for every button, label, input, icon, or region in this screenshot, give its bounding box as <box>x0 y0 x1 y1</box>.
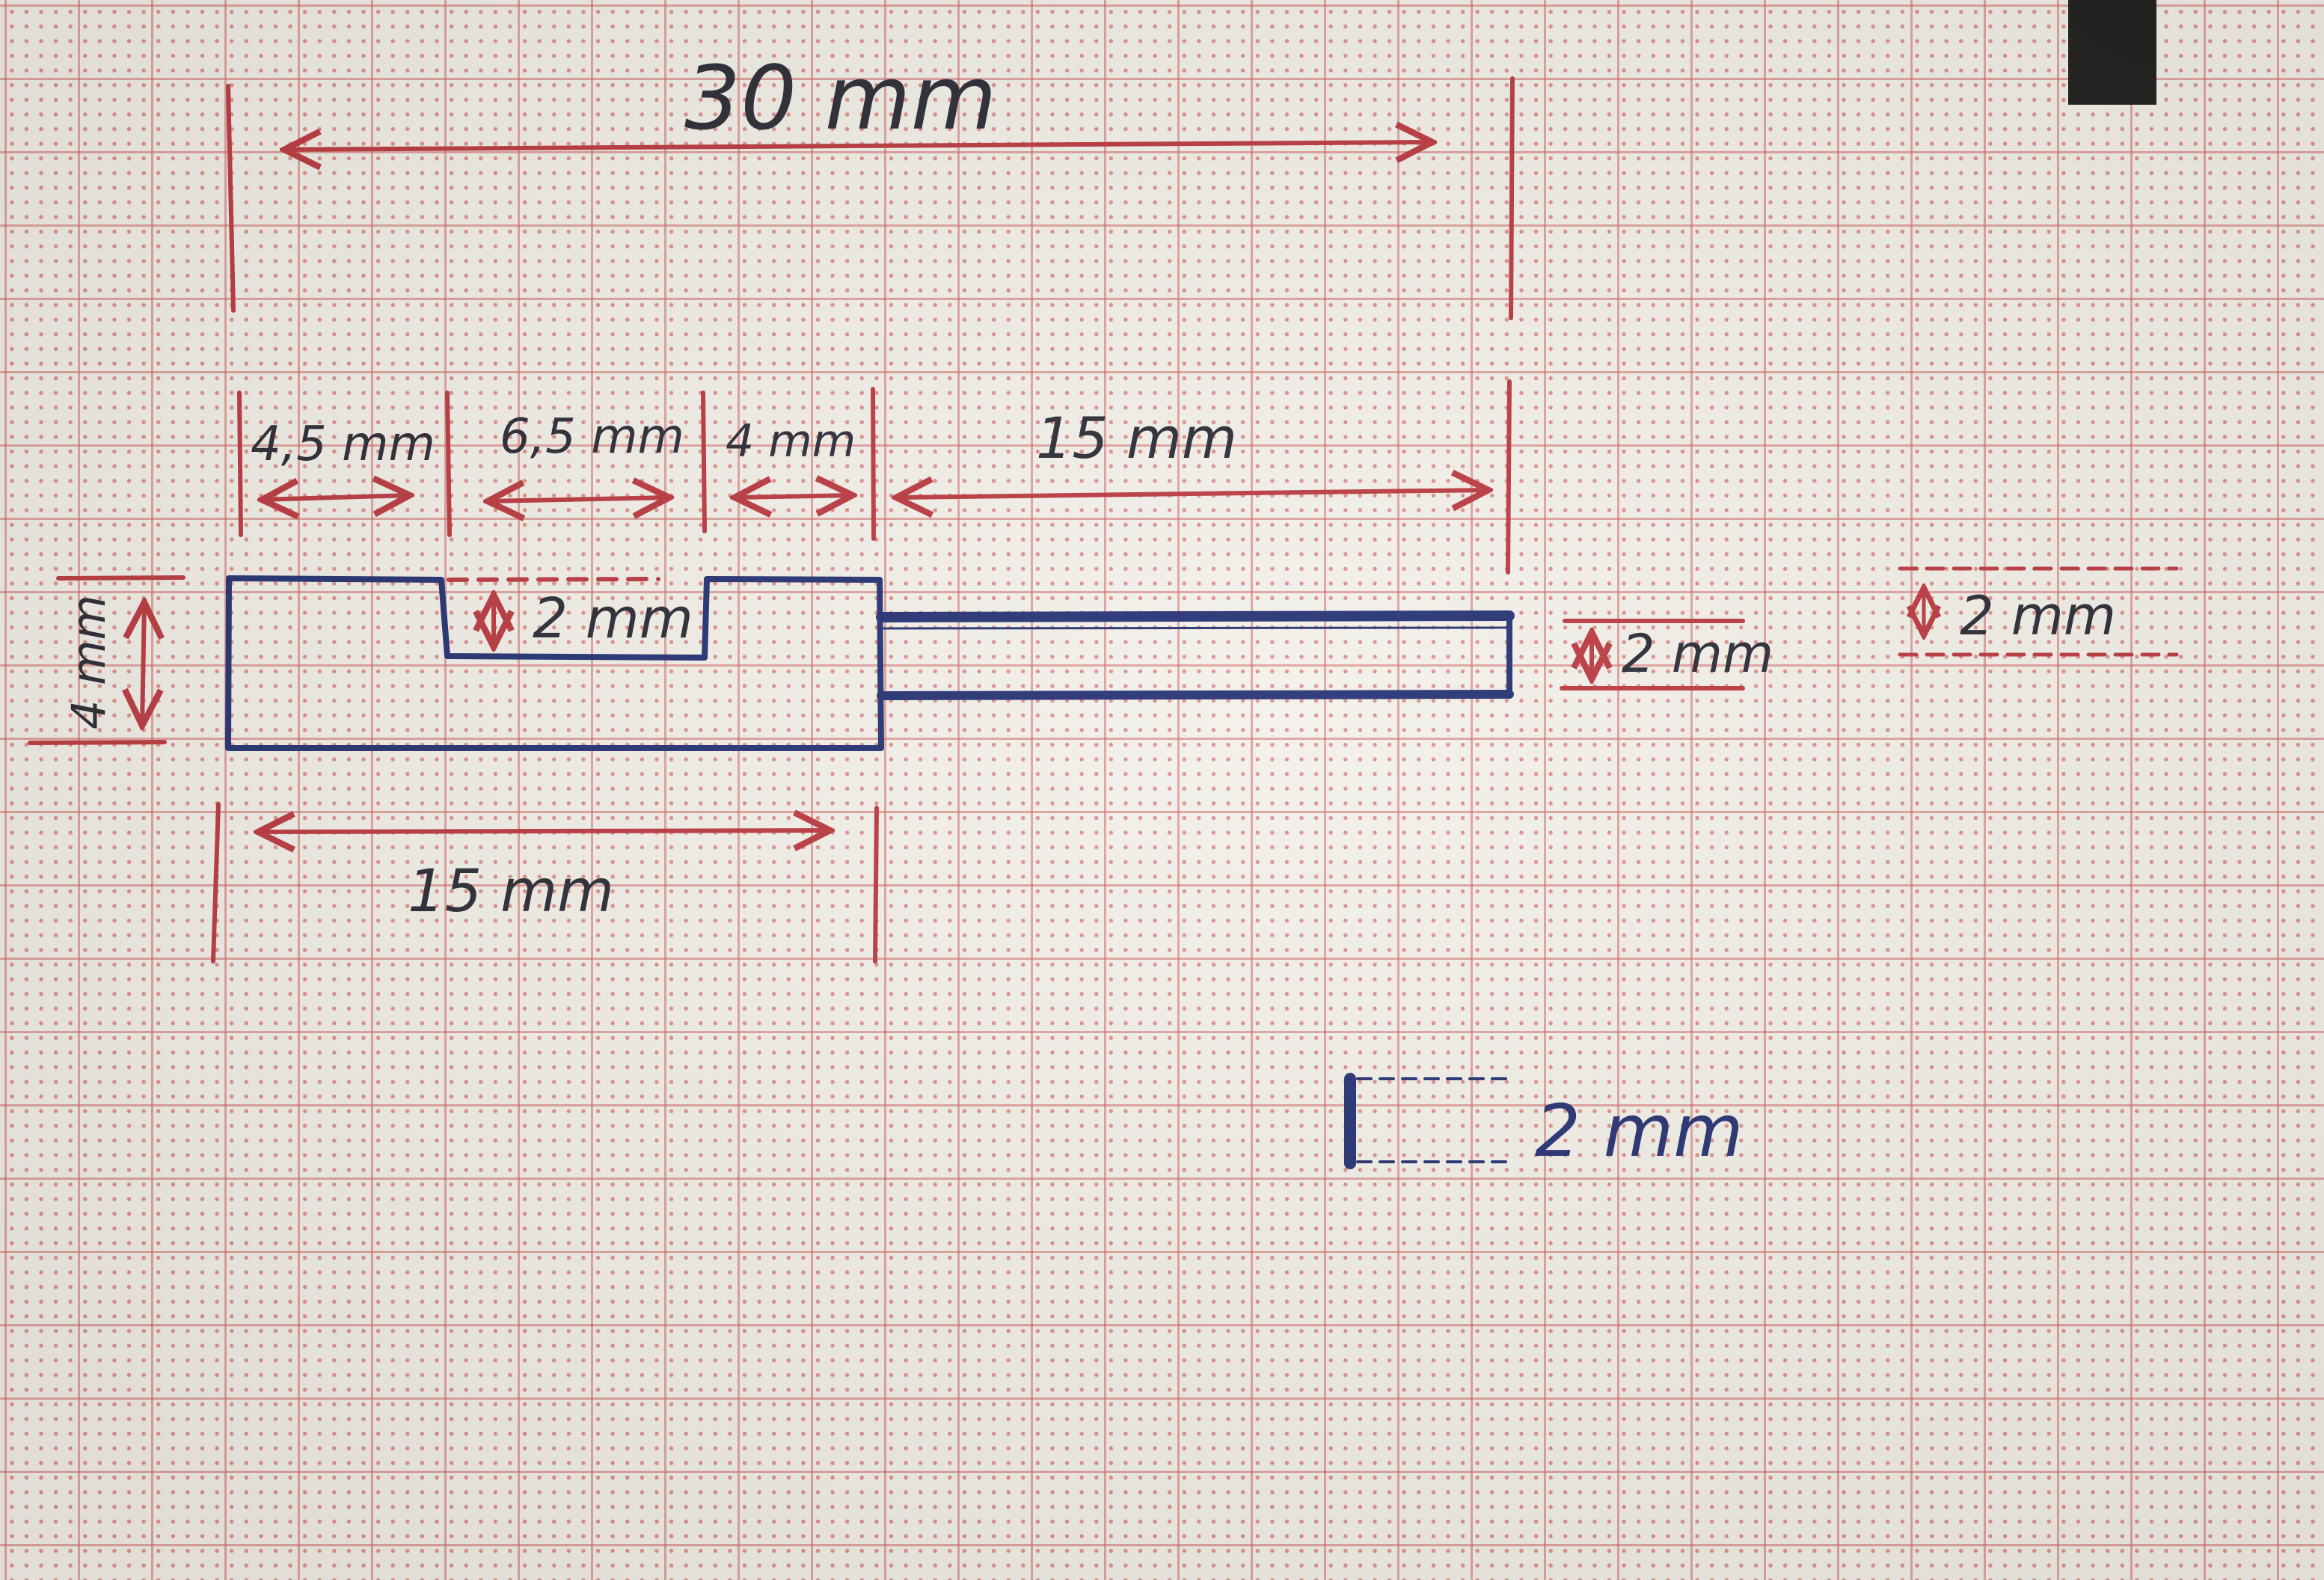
overall-dimension <box>226 76 1515 320</box>
segment-dimension-arrows <box>262 490 1488 501</box>
blue-legend-label: 2 mm <box>1535 1089 1744 1173</box>
overall-dimension-arrow <box>284 142 1432 150</box>
segment-4-label: 15 mm <box>1036 405 1237 471</box>
body-height-dimension <box>28 575 186 745</box>
notch-depth-dimension <box>447 577 660 647</box>
segment-2-arrow <box>488 497 669 501</box>
overall-length-label: 30 mm <box>684 46 997 150</box>
segment-4-arrow <box>896 490 1488 497</box>
overall-extension-left <box>226 84 236 313</box>
lower-length-dimension <box>211 802 879 964</box>
segment-3-arrow <box>735 495 853 497</box>
segment-extension-lines <box>237 379 1512 575</box>
overall-extension-right <box>1509 76 1515 320</box>
body-outline <box>225 575 884 751</box>
lower-length-label: 15 mm <box>408 858 614 925</box>
blue-dashed-legend <box>1344 1073 1516 1169</box>
pin-top-edge <box>876 610 1515 622</box>
corner-tape-mark <box>2068 0 2156 105</box>
pin-bottom-edge <box>877 690 1514 700</box>
red-legend-label: 2 mm <box>1960 584 2116 647</box>
segment-1-arrow <box>262 495 410 500</box>
segment-3-label: 4 mm <box>726 415 856 468</box>
part-outline <box>225 575 1515 751</box>
pin-height-label: 2 mm <box>1622 623 1773 685</box>
body-height-label: 4 mm <box>61 595 116 729</box>
segment-2-label: 6,5 mm <box>500 409 684 465</box>
red-dashed-legend <box>1898 566 2179 657</box>
pin-height-dimension <box>1560 619 1745 691</box>
notch-depth-label: 2 mm <box>533 587 693 651</box>
segment-1-label: 4,5 mm <box>251 417 435 472</box>
